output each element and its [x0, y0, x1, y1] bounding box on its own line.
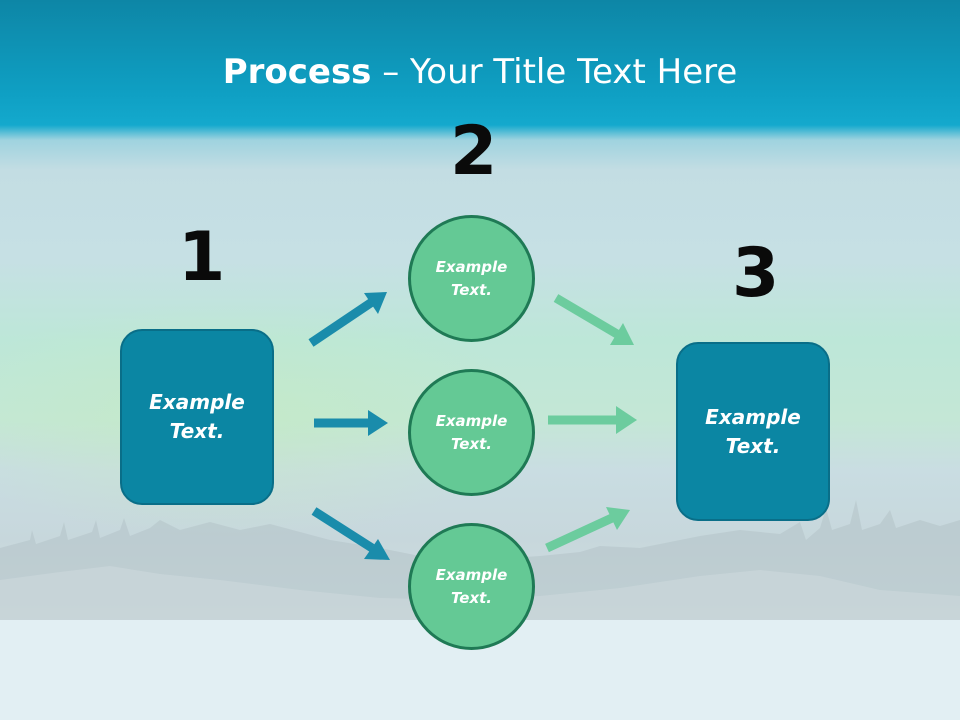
left-box-text: Example Text. [149, 390, 245, 443]
step-number-2: 2 [450, 112, 498, 191]
title-bold: Process [222, 52, 372, 92]
circle-step-bottom: Example Text. [408, 523, 535, 650]
right-process-box: Example Text. [676, 342, 830, 521]
arrow-up-right-icon [308, 292, 387, 347]
step-number-3: 3 [732, 234, 780, 313]
step-number-1: 1 [178, 218, 226, 297]
arrow-right-green-icon [548, 406, 637, 434]
circle-step-middle: Example Text. [408, 369, 535, 496]
circle-bottom-text: Example Text. [435, 565, 508, 607]
arrow-down-right-green-icon [553, 294, 634, 345]
page-title: Process – Your Title Text Here [0, 52, 960, 92]
title-rest: – Your Title Text Here [371, 52, 738, 92]
arrow-right-icon [314, 410, 388, 436]
circle-step-top: Example Text. [408, 215, 535, 342]
circle-middle-text: Example Text. [435, 411, 508, 453]
arrow-down-right-icon [311, 507, 390, 560]
circle-top-text: Example Text. [435, 257, 508, 299]
right-box-text: Example Text. [705, 404, 801, 458]
left-process-box: Example Text. [120, 329, 274, 505]
arrow-up-right-green-icon [545, 507, 630, 553]
